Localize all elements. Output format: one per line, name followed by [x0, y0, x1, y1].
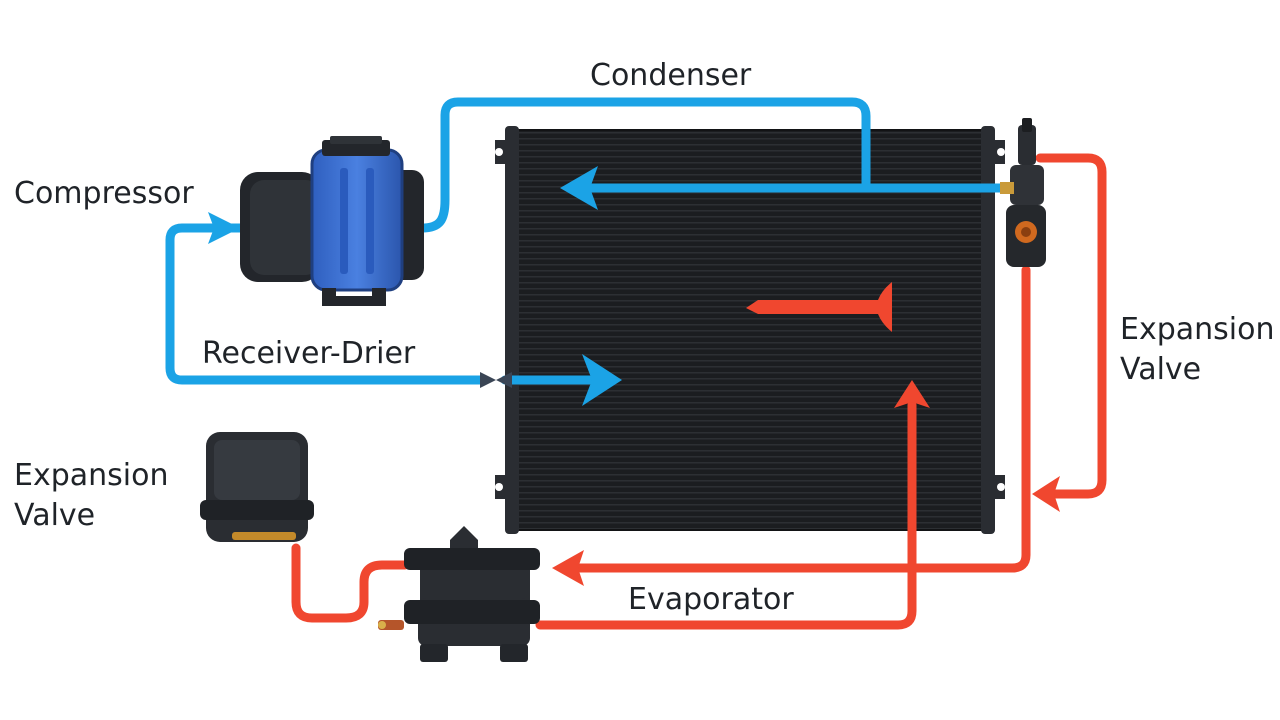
expansion-valve-right-label: Expansion Valve [1120, 310, 1274, 390]
evaporator-label: Evaporator [628, 582, 794, 617]
high-pressure-arrowheads [208, 166, 622, 406]
expansion-valve-left-line-2: Valve [14, 498, 96, 533]
low-pressure-line [291, 153, 1107, 630]
condenser-label: Condenser [590, 58, 752, 93]
line-coupling-icon [480, 372, 512, 388]
expansion-valve-right-line-2: Valve [1120, 352, 1202, 387]
drier-canister-icon [200, 432, 314, 542]
expansion-valve-right-line-1: Expansion [1120, 312, 1275, 347]
evaporator-unit-icon [378, 526, 540, 662]
expansion-valve-left-line-1: Expansion [14, 458, 169, 493]
refrigerant-inlet-indicator [746, 282, 892, 332]
expansion-valve-block-icon [1000, 118, 1046, 267]
compressor-icon [240, 136, 424, 306]
receiver-drier-label: Receiver-Drier [202, 336, 416, 371]
low-pressure-arrowheads [552, 380, 1060, 586]
high-pressure-line [165, 97, 1005, 385]
compressor-label: Compressor [14, 176, 194, 211]
expansion-valve-left-label: Expansion Valve [14, 456, 168, 536]
